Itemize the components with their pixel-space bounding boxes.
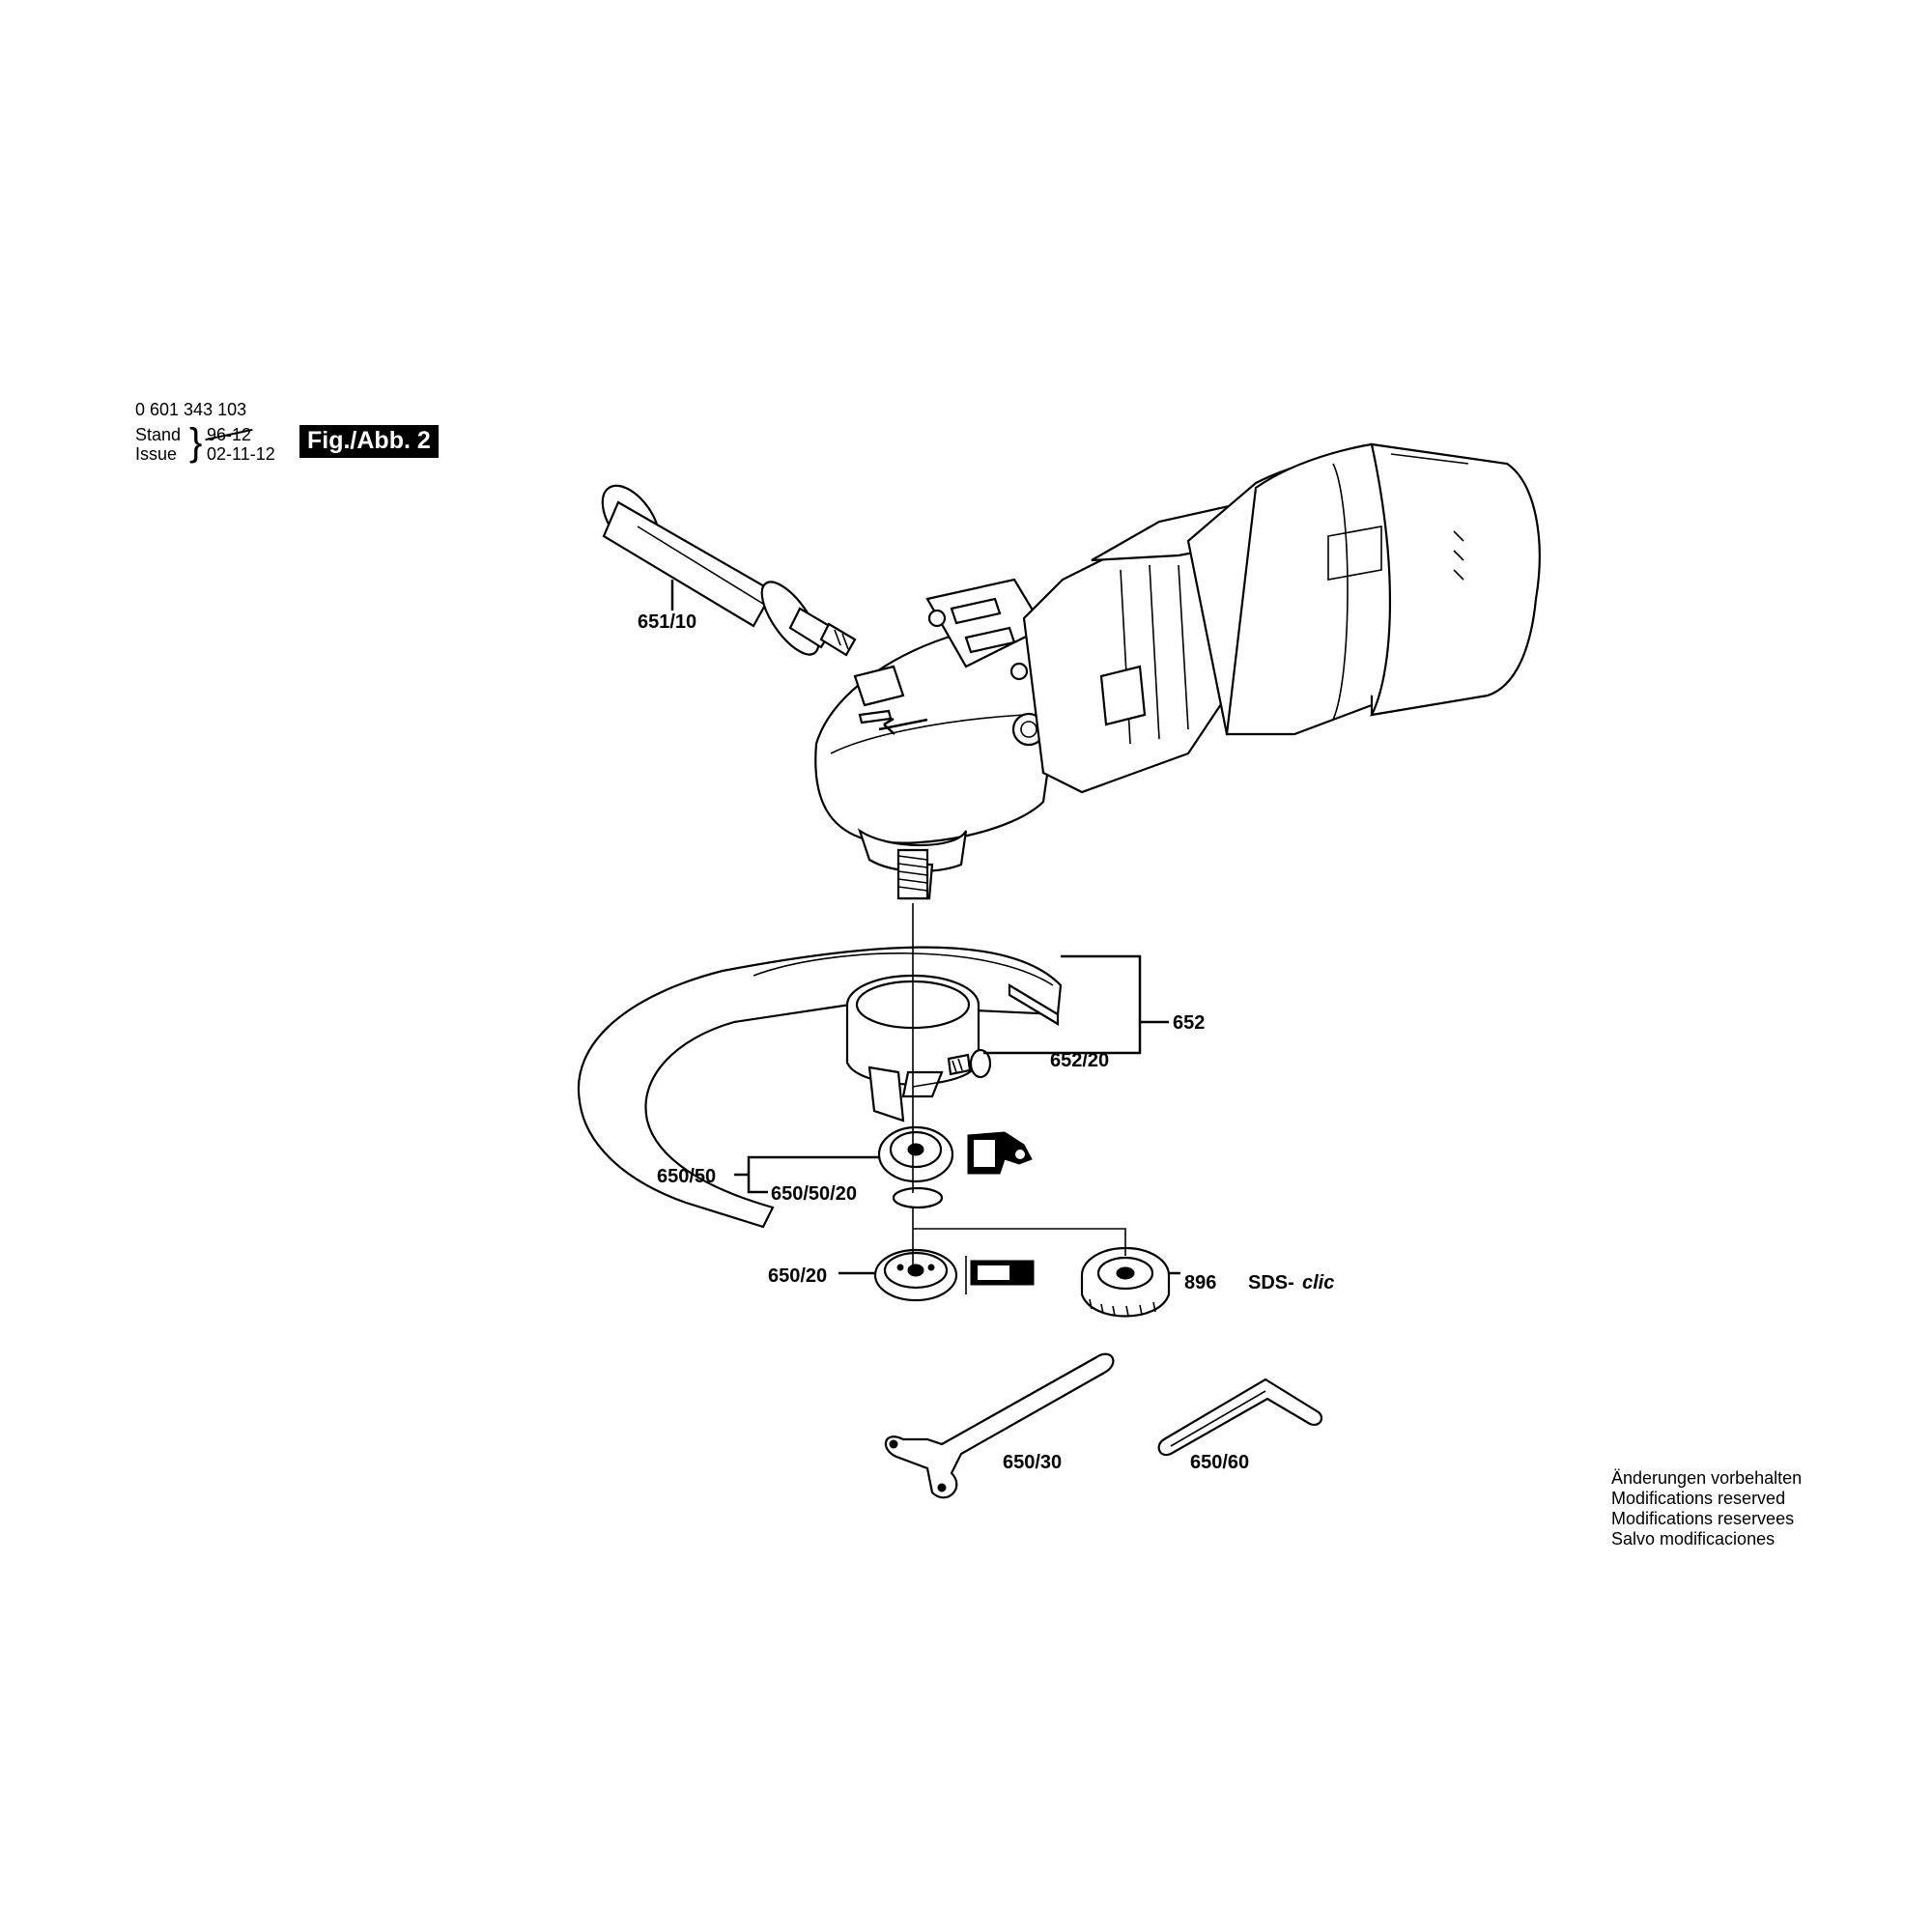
callout-652: 652	[1173, 1012, 1205, 1034]
note-fr: Modifications reservees	[1611, 1509, 1795, 1528]
leader-lines	[670, 580, 1180, 1275]
clamp-nut	[873, 1248, 958, 1302]
stand-row: Stand	[135, 425, 181, 444]
modifications-notes: Änderungen vorbehalten Modifications res…	[1611, 1468, 1802, 1549]
callout-650-60: 650/60	[1190, 1452, 1249, 1473]
flange-section-icon	[967, 1131, 1033, 1175]
callout-650-20: 650/20	[768, 1265, 827, 1287]
note-en: Modifications reserved	[1611, 1489, 1786, 1508]
note-es: Salvo modificaciones	[1611, 1529, 1776, 1548]
stand-label: Stand	[135, 425, 182, 444]
callout-650-30: 650/30	[1003, 1452, 1062, 1473]
issue-label: Issue	[135, 444, 178, 464]
callout-650-50: 650/50	[657, 1166, 716, 1187]
callout-652-20: 652/20	[1050, 1050, 1109, 1071]
motor-housing	[1022, 442, 1541, 794]
quick-clamping-nut	[1080, 1246, 1171, 1318]
header-brace: }	[189, 421, 203, 464]
clamp-nut-section-icon	[965, 1256, 1035, 1294]
gear-head	[814, 578, 1058, 900]
mounting-flange	[877, 1125, 954, 1209]
guard-screw	[947, 1048, 992, 1079]
callout-650-50-20: 650/50/20	[771, 1183, 857, 1205]
hex-key	[1157, 1378, 1323, 1457]
pin-spanner	[884, 1352, 1115, 1499]
figure-badge: Fig./Abb. 2	[299, 425, 439, 458]
callout-896: 896	[1184, 1272, 1216, 1293]
callout-651-10: 651/10	[638, 611, 696, 633]
stand-value-struck: 96-12	[207, 425, 252, 444]
note-de: Änderungen vorbehalten	[1611, 1468, 1803, 1488]
callout-sds-prefix: SDS-	[1248, 1272, 1294, 1293]
callout-sds-suffix: clic	[1302, 1272, 1334, 1293]
part-number: 0 601 343 103	[135, 400, 247, 419]
stand-value: 96-12	[207, 425, 251, 444]
issue-value: 02-11-12	[207, 444, 275, 464]
auxiliary-handle	[601, 484, 857, 657]
